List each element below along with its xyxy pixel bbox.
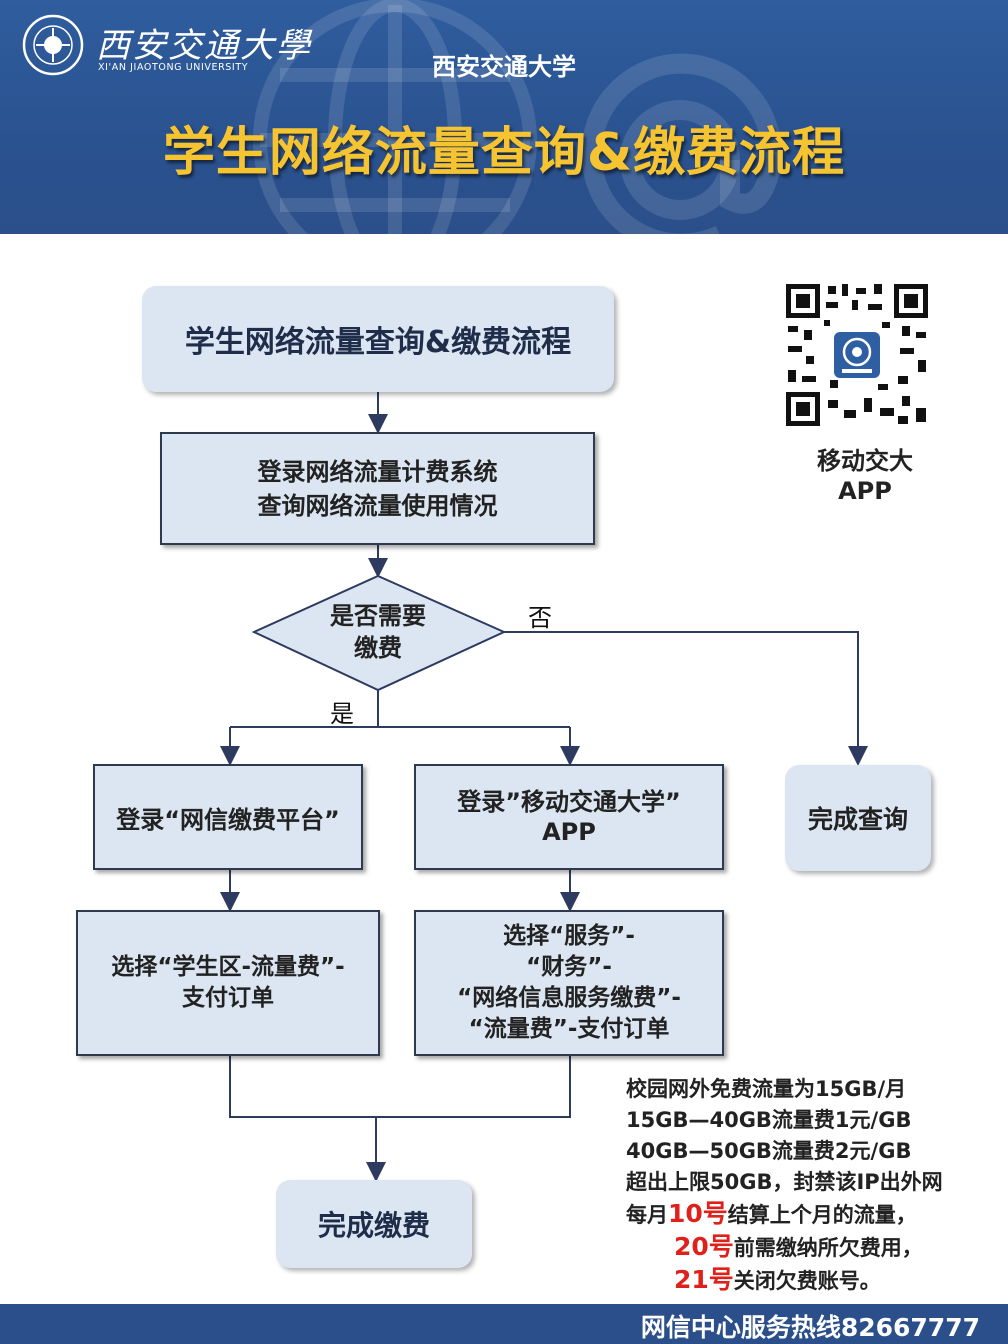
settlement-day: 10号	[668, 1199, 728, 1228]
app-login-line2: APP	[542, 818, 596, 846]
globe-background-icon	[253, 0, 782, 234]
app-login-node: 登录”移动交通大学” APP	[414, 764, 724, 870]
login-system-node: 登录网络流量计费系统 查询网络流量使用情况	[160, 432, 595, 545]
university-name: 西安交通大学	[432, 53, 576, 81]
web-platform-node: 登录“网信缴费平台”	[93, 764, 363, 870]
app-select-line4: “流量费”-支付订单	[468, 1016, 670, 1042]
web-select-line2: 支付订单	[182, 985, 274, 1011]
app-select-line1: 选择“服务”-	[503, 923, 635, 949]
fee-note-line2: 15GB—40GB流量费1元/GB	[626, 1108, 912, 1132]
fee-notes: 校园网外免费流量为15GB/月 15GB—40GB流量费1元/GB 40GB—5…	[626, 1074, 996, 1297]
header-banner: 西安交通大學 XI'AN JIAOTONG UNIVERSITY 西安交通大学 …	[0, 0, 1008, 234]
web-platform-label: 登录“网信缴费平台”	[116, 805, 340, 834]
fee-note-line7-suffix: 关闭欠费账号。	[733, 1269, 881, 1293]
app-qr-code-icon[interactable]	[782, 280, 932, 430]
yes-branch-label: 是	[330, 700, 354, 728]
account-close-day: 21号	[674, 1265, 734, 1294]
web-select-node: 选择“学生区-流量费”- 支付订单	[76, 910, 380, 1056]
finish-pay-label: 完成缴费	[317, 1209, 430, 1242]
logo-english-text: XI'AN JIAOTONG UNIVERSITY	[98, 62, 249, 73]
payment-deadline-day: 20号	[674, 1232, 734, 1261]
fee-note-line1: 校园网外免费流量为15GB/月	[626, 1077, 907, 1101]
decision-diamond	[251, 574, 507, 692]
fee-note-line3: 40GB—50GB流量费2元/GB	[626, 1139, 912, 1163]
qr-caption-line1: 移动交大	[817, 447, 913, 475]
university-seal-icon	[22, 14, 84, 76]
decision-label: 是否需要 缴费	[300, 598, 456, 666]
page-title: 学生网络流量查询&缴费流程	[162, 123, 846, 183]
no-branch-label: 否	[528, 604, 552, 632]
fee-note-line6: 20号前需缴纳所欠费用，	[626, 1231, 996, 1264]
app-select-line3: “网络信息服务缴费”-	[457, 985, 681, 1011]
web-select-line1: 选择“学生区-流量费”-	[111, 954, 345, 980]
fee-note-line7: 21号关闭欠费账号。	[626, 1264, 996, 1297]
app-login-line1: 登录”移动交通大学”	[457, 788, 681, 816]
qr-caption-line2: APP	[838, 477, 892, 505]
fee-note-line5: 每月10号结算上个月的流量，	[626, 1198, 996, 1231]
start-node: 学生网络流量查询&缴费流程	[142, 286, 614, 392]
finish-pay-node: 完成缴费	[276, 1180, 472, 1268]
decision-line2: 缴费	[354, 634, 402, 662]
fee-note-line5-prefix: 每月	[626, 1203, 668, 1227]
fee-note-line4: 超出上限50GB，封禁该IP出外网	[626, 1170, 943, 1194]
qr-caption: 移动交大 APP	[790, 446, 940, 506]
decision-line1: 是否需要	[330, 602, 426, 630]
fee-note-line6-suffix: 前需缴纳所欠费用，	[733, 1236, 923, 1260]
finish-query-node: 完成查询	[785, 765, 931, 871]
footer-bar: 网信中心服务热线82667777	[0, 1304, 1008, 1344]
app-select-node: 选择“服务”- “财务”- “网络信息服务缴费”- “流量费”-支付订单	[414, 910, 724, 1056]
app-select-line2: “财务”-	[526, 954, 612, 980]
fee-note-line5-suffix: 结算上个月的流量，	[727, 1203, 917, 1227]
finish-query-label: 完成查询	[807, 805, 908, 834]
service-hotline: 网信中心服务热线82667777	[640, 1313, 980, 1342]
start-node-label: 学生网络流量查询&缴费流程	[184, 325, 572, 360]
logo-chinese-text: 西安交通大學	[96, 26, 312, 66]
login-system-line2: 查询网络流量使用情况	[257, 491, 498, 520]
login-system-line1: 登录网络流量计费系统	[257, 457, 498, 486]
